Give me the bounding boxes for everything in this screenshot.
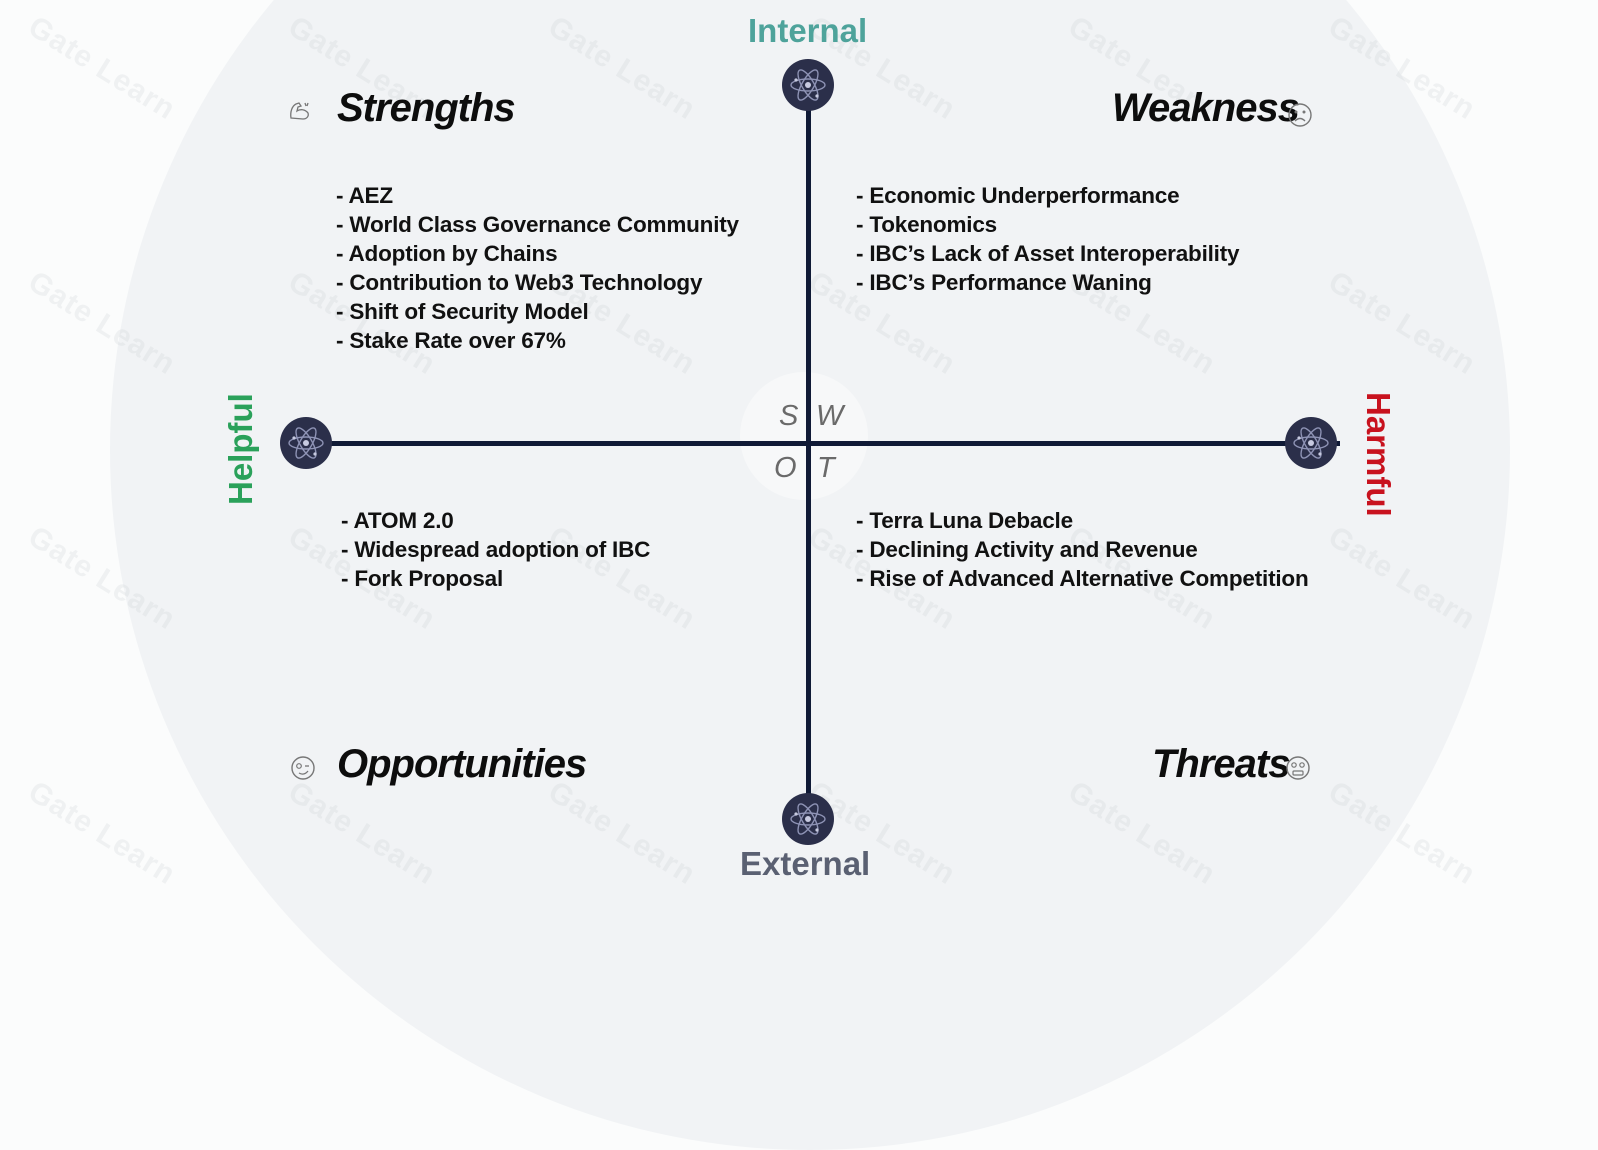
flexed-bicep-icon (287, 98, 313, 124)
list-item: - Adoption by Chains (336, 241, 558, 266)
vertical-axis (806, 104, 811, 814)
worried-face-icon (1285, 755, 1311, 781)
list-item: - World Class Governance Community (336, 212, 739, 237)
list-item: - Fork Proposal (341, 566, 504, 591)
cosmos-atom-icon (280, 417, 332, 469)
axis-label-internal: Internal (748, 12, 868, 49)
list-item: - AEZ (336, 183, 393, 208)
center-glow (740, 372, 868, 500)
list-item: - Declining Activity and Revenue (856, 537, 1198, 562)
list-item: - Rise of Advanced Alternative Competiti… (856, 566, 1309, 591)
winking-face-icon (290, 755, 316, 781)
list-item: - Contribution to Web3 Technology (336, 270, 703, 295)
cosmos-atom-icon (782, 59, 834, 111)
weakness-list: - Economic Underperformance - Tokenomics… (856, 181, 1240, 297)
list-item: - Terra Luna Debacle (856, 508, 1073, 533)
list-item: - Shift of Security Model (336, 299, 589, 324)
horizontal-axis (300, 441, 1340, 446)
cosmos-atom-icon (782, 793, 834, 845)
list-item: - Widespread adoption of IBC (341, 537, 651, 562)
watermark: Gate Learn (22, 775, 182, 892)
swot-letter-w: W (816, 400, 844, 432)
swot-letter-t: T (817, 452, 835, 484)
threats-list: - Terra Luna Debacle - Declining Activit… (856, 506, 1309, 593)
quadrant-title-threats: Threats (1152, 742, 1290, 786)
opportunities-list: - ATOM 2.0 - Widespread adoption of IBC … (341, 506, 650, 593)
list-item: - Economic Underperformance (856, 183, 1180, 208)
swot-letter-s: S (779, 400, 799, 432)
axis-label-helpful: Helpful (222, 393, 259, 505)
swot-letter-o: O (774, 452, 797, 484)
list-item: - Tokenomics (856, 212, 997, 237)
quadrant-title-weakness: Weakness (1112, 86, 1300, 130)
list-item: - Stake Rate over 67% (336, 328, 566, 353)
list-item: - IBC’s Performance Waning (856, 270, 1152, 295)
quadrant-title-opportunities: Opportunities (337, 742, 587, 786)
watermark: Gate Learn (22, 10, 182, 127)
quadrant-title-strengths: Strengths (337, 86, 516, 130)
sad-face-icon (1287, 102, 1313, 128)
axis-label-external: External (740, 845, 871, 882)
strengths-list: - AEZ - World Class Governance Community… (336, 181, 739, 355)
cosmos-atom-icon (1285, 417, 1337, 469)
axis-label-harmful: Harmful (1360, 392, 1397, 517)
list-item: - IBC’s Lack of Asset Interoperability (856, 241, 1240, 266)
list-item: - ATOM 2.0 (341, 508, 454, 533)
